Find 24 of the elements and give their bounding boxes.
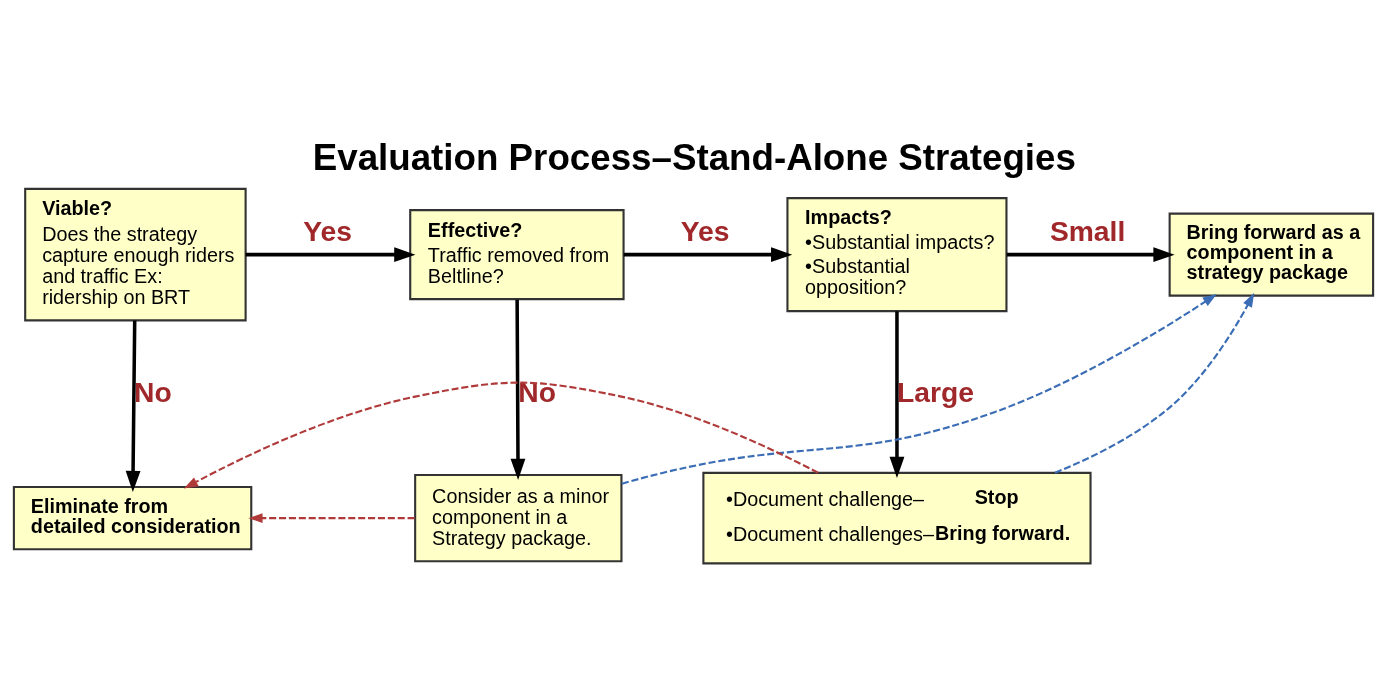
edge-label: Yes [303,214,352,247]
edge-label: Yes [680,214,730,247]
diagram-title: Evaluation Process–Stand-Alone Strategies [312,137,1076,179]
arrow [245,247,416,263]
edge-label: No [518,376,556,409]
arrow [623,247,793,263]
arrow [248,513,415,524]
arrow [1054,292,1255,474]
node-box: Bring forward as a component in a strategy package [1168,212,1375,297]
node-box: Consider as a minor component in a Strategy package. [414,474,623,563]
edge-label: Large [896,376,974,409]
arrow [621,294,1217,485]
edge-label: Small [1049,214,1126,247]
arrow [1006,247,1175,263]
node-box: •Document challenge–Stop •Document challenges–Bring forward. [702,471,1092,565]
node-box: Effective? Traffic removed from Beltline? [409,209,625,301]
arrow [183,381,819,489]
node-box: Eliminate from detailed consideration [12,486,253,551]
node-box: Viable? Does the strategy capture enough riders and traffic Ex: ridership on BRT [24,187,247,322]
arrow [510,299,526,480]
node-box: Impacts? •Substantial impacts? •Substantial opposition? [786,197,1008,313]
arrow [125,320,141,493]
edge-label: No [133,376,172,409]
arrow [889,311,905,479]
